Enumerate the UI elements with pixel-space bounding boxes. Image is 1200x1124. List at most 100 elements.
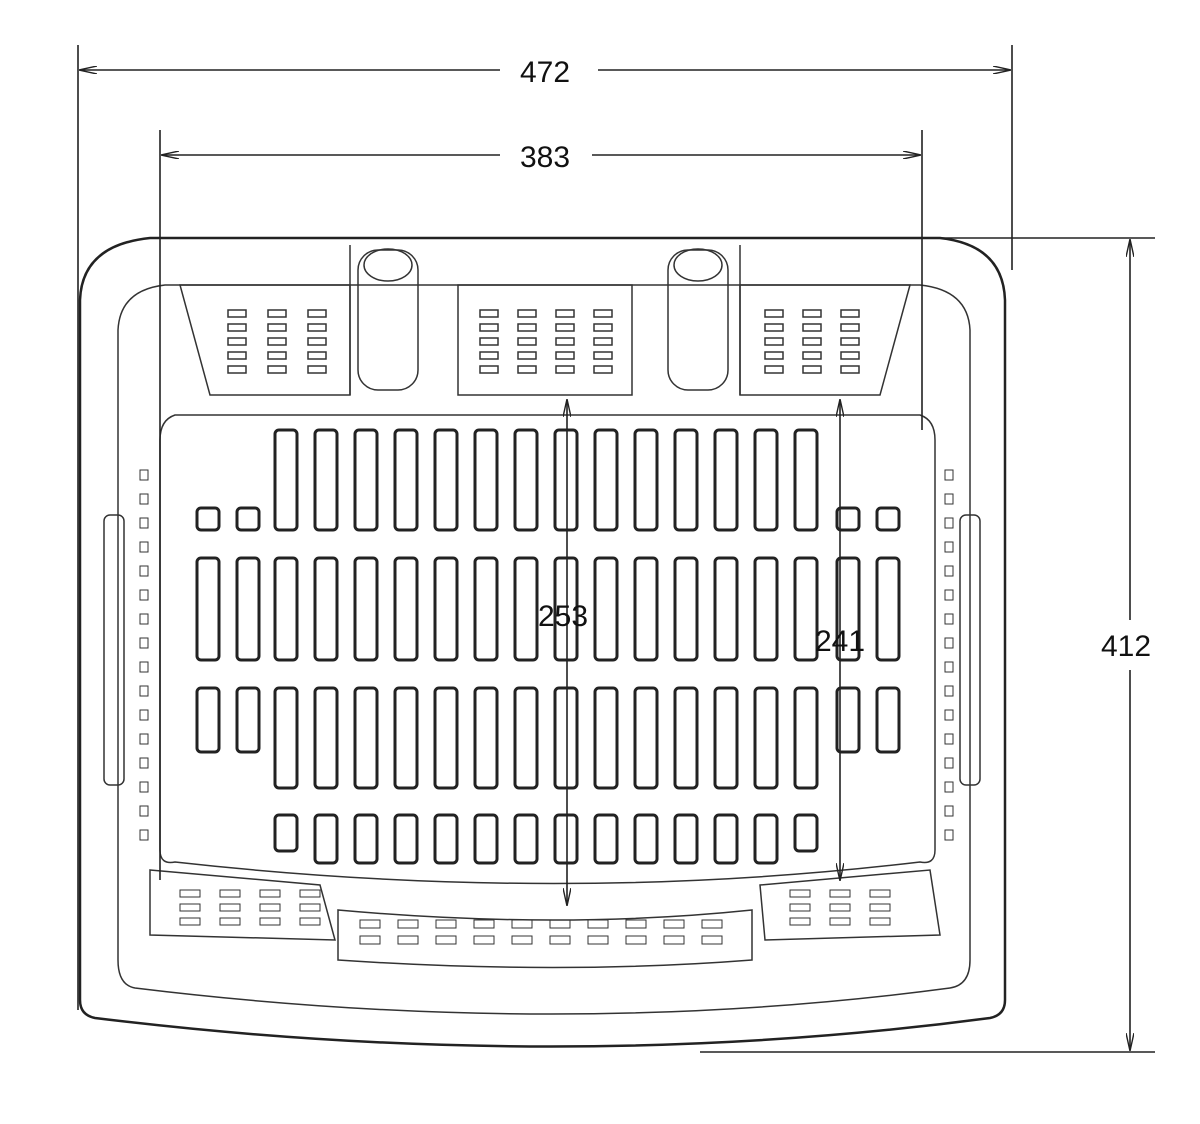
side-vent [139, 541, 149, 553]
floor-slot [313, 428, 339, 532]
floor-square [235, 506, 261, 532]
pocket-vent [625, 935, 647, 945]
floor-slot [673, 813, 699, 865]
dimension-383: 383 [159, 130, 923, 880]
pocket-vent [593, 351, 613, 360]
side-vent [944, 685, 954, 697]
pocket-vent [593, 365, 613, 374]
pocket-vent [764, 323, 784, 332]
floor-slot [713, 428, 739, 532]
pocket-vent [359, 919, 381, 929]
pocket-vent [517, 351, 537, 360]
dimension-label-241: 241 [815, 625, 865, 658]
pocket-vent [227, 309, 247, 318]
pocket-vent [517, 309, 537, 318]
pocket-vent [789, 917, 811, 926]
floor-slot [513, 813, 539, 865]
floor-slot [593, 556, 619, 662]
floor-slot [433, 556, 459, 662]
pocket-vent [593, 323, 613, 332]
pocket-vent [219, 903, 241, 912]
floor-slot [235, 556, 261, 662]
floor-slot [553, 813, 579, 865]
pocket-vent [267, 365, 287, 374]
pocket-vent [789, 903, 811, 912]
pocket-vent [593, 337, 613, 346]
pocket-vent [479, 323, 499, 332]
side-vent [944, 805, 954, 817]
side-vent [944, 613, 954, 625]
basket-outline [78, 236, 1007, 1048]
pocket-vent [179, 917, 201, 926]
pocket-vent [227, 365, 247, 374]
pocket-vent [764, 337, 784, 346]
pocket-vent [663, 919, 685, 929]
side-vent [944, 781, 954, 793]
dimension-label-412: 412 [1101, 630, 1151, 663]
side-vent [944, 493, 954, 505]
pocket-vent [435, 919, 457, 929]
floor-slot [673, 686, 699, 790]
pocket-vent [802, 365, 822, 374]
pocket-vent [593, 309, 613, 318]
floor-slot [513, 556, 539, 662]
pocket-vent [829, 889, 851, 898]
floor-slot [273, 556, 299, 662]
pocket-vent [764, 309, 784, 318]
pocket-vent [840, 323, 860, 332]
pocket-vent [840, 365, 860, 374]
floor-slot [353, 686, 379, 790]
floor-slot [353, 556, 379, 662]
pocket-vent [359, 935, 381, 945]
side-vent [139, 565, 149, 577]
pocket-vent [555, 365, 575, 374]
pocket-vent [555, 351, 575, 360]
pocket-vent [267, 309, 287, 318]
floor-slot [633, 813, 659, 865]
floor-slot [273, 813, 299, 853]
pocket-vent [307, 365, 327, 374]
side-vent [139, 517, 149, 529]
pocket-vent [219, 917, 241, 926]
floor-slot [793, 813, 819, 853]
floor-slot [313, 813, 339, 865]
pocket-vent [511, 935, 533, 945]
floor-slot [313, 556, 339, 662]
floor-slot [473, 686, 499, 790]
floor-slot [393, 556, 419, 662]
side-vent [944, 565, 954, 577]
dimension-241: 241 [815, 400, 865, 880]
pocket-vent [259, 917, 281, 926]
pocket-vent [517, 365, 537, 374]
floor-slot [593, 813, 619, 865]
dimension-label-253: 253 [538, 600, 588, 633]
floor-slot [353, 428, 379, 532]
side-vent [944, 709, 954, 721]
side-vent [139, 709, 149, 721]
floor-slot [713, 556, 739, 662]
side-vent [944, 541, 954, 553]
floor-slot [393, 686, 419, 790]
pocket-vent [299, 917, 321, 926]
floor-slot [195, 556, 221, 662]
floor-slot [633, 428, 659, 532]
pocket-vent [764, 365, 784, 374]
pocket-vent [473, 935, 495, 945]
pocket-vent [479, 351, 499, 360]
floor-slot [753, 428, 779, 532]
floor-square [875, 506, 901, 532]
pocket-vent [587, 935, 609, 945]
floor-slot [513, 428, 539, 532]
floor-slot [273, 428, 299, 532]
pocket-vent [267, 351, 287, 360]
side-vent [139, 781, 149, 793]
pocket-vent [869, 903, 891, 912]
side-vent [944, 733, 954, 745]
floor-slot [313, 686, 339, 790]
floor-slot [235, 686, 261, 754]
pocket-vent [307, 323, 327, 332]
floor-slot [513, 686, 539, 790]
floor-slot [633, 556, 659, 662]
floor-slot [553, 428, 579, 532]
pocket-vent [259, 903, 281, 912]
